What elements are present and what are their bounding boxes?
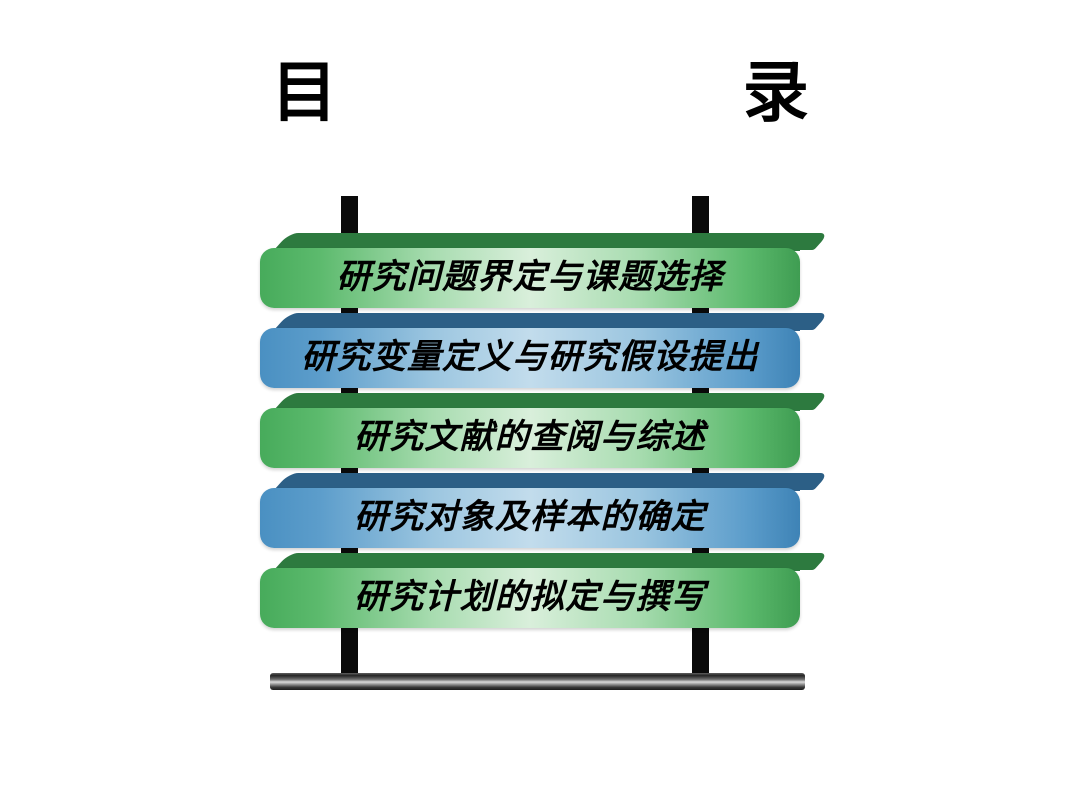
shelf-top-cap-4 xyxy=(782,475,800,491)
shelf-bar-4[interactable]: 研究对象及样本的确定 xyxy=(260,473,830,548)
shelf-bar-1[interactable]: 研究问题界定与课题选择 xyxy=(260,233,830,308)
shelf-label-2: 研究变量定义与研究假设提出 xyxy=(301,337,759,377)
rack-base-bar xyxy=(270,673,805,690)
shelf-bar-5[interactable]: 研究计划的拟定与撰写 xyxy=(260,553,830,628)
shelf-label-4: 研究对象及样本的确定 xyxy=(354,497,706,537)
shelf-top-cap-5 xyxy=(782,555,800,571)
shelf-front-face-5: 研究计划的拟定与撰写 xyxy=(260,568,800,628)
page-title: 目 录 xyxy=(271,53,872,131)
shelf-bar-2[interactable]: 研究变量定义与研究假设提出 xyxy=(260,313,830,388)
shelf-front-face-1: 研究问题界定与课题选择 xyxy=(260,248,800,308)
shelf-bar-3[interactable]: 研究文献的查阅与综述 xyxy=(260,393,830,468)
shelf-front-face-4: 研究对象及样本的确定 xyxy=(260,488,800,548)
shelf-front-face-2: 研究变量定义与研究假设提出 xyxy=(260,328,800,388)
shelf-top-cap-1 xyxy=(782,235,800,251)
shelf-label-3: 研究文献的查阅与综述 xyxy=(354,417,706,457)
shelf-front-face-3: 研究文献的查阅与综述 xyxy=(260,408,800,468)
shelf-label-5: 研究计划的拟定与撰写 xyxy=(354,577,706,617)
shelf-label-1: 研究问题界定与课题选择 xyxy=(336,257,724,297)
shelf-top-cap-2 xyxy=(782,315,800,331)
shelf-top-cap-3 xyxy=(782,395,800,411)
